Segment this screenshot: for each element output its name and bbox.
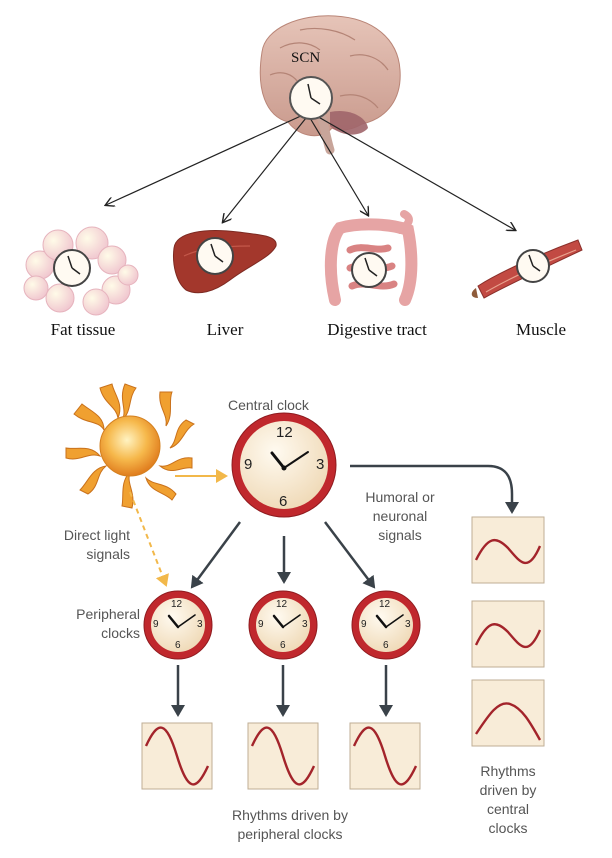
peripheral-clock-1-numeral-6: 6 bbox=[175, 640, 181, 651]
peripheral-clock-3-numeral-9: 9 bbox=[361, 619, 367, 630]
peripheral-clock-icon-3 bbox=[351, 590, 421, 660]
peripheral-clock-2-numeral-12: 12 bbox=[276, 599, 288, 610]
peripheral-clock-3-numeral-6: 6 bbox=[383, 640, 389, 651]
organ-label-fat-tissue: Fat tissue bbox=[50, 320, 116, 339]
peripheral-clock-2-numeral-6: 6 bbox=[280, 640, 286, 651]
peripheral-clock-1-numeral-9: 9 bbox=[153, 619, 159, 630]
central-rhythm-box-1 bbox=[471, 516, 545, 584]
bottom-arrows bbox=[129, 464, 519, 717]
fat-clock-icon bbox=[53, 249, 91, 287]
peripheral-clock-2-numeral-9: 9 bbox=[258, 619, 264, 630]
peripheral-rhythm-box-1 bbox=[141, 722, 213, 790]
liver-clock-icon bbox=[196, 237, 234, 275]
central-clock-icon bbox=[231, 412, 337, 518]
peripheral-clock-3-numeral-3: 3 bbox=[405, 619, 411, 630]
digestive-clock-icon bbox=[351, 252, 387, 288]
organ-label-digestive-tract: Digestive tract bbox=[327, 320, 427, 339]
fat-tissue-illustration bbox=[23, 226, 139, 316]
sun-icon bbox=[65, 383, 196, 509]
central-clock-numeral-9: 9 bbox=[244, 456, 253, 473]
organ-label-liver: Liver bbox=[206, 320, 244, 339]
central-rhythm-box-3 bbox=[471, 679, 545, 747]
peripheral-rhythm-box-2 bbox=[247, 722, 319, 790]
central-rhythm-box-2 bbox=[471, 600, 545, 668]
organ-label-muscle: Muscle bbox=[515, 320, 567, 339]
central-clock-numeral-6: 6 bbox=[279, 493, 288, 510]
peripheral-clock-icon-2 bbox=[248, 590, 318, 660]
peripheral-rhythms-label: Rhythms driven by peripheral clocks bbox=[232, 807, 348, 842]
peripheral-clock-icon-1 bbox=[143, 590, 213, 660]
scn-label: SCN bbox=[291, 50, 321, 66]
direct-light-label: Direct light signals bbox=[63, 527, 130, 562]
central-clock-label: Central clock bbox=[228, 397, 309, 413]
peripheral-rhythm-box-3 bbox=[349, 722, 421, 790]
peripheral-clock-1-numeral-12: 12 bbox=[171, 599, 183, 610]
scn-clock-icon bbox=[289, 76, 333, 120]
muscle-clock-icon bbox=[516, 249, 550, 283]
central-clock-numeral-12: 12 bbox=[276, 424, 293, 441]
central-clock-numeral-3: 3 bbox=[316, 456, 325, 473]
humoral-signals-label: Humoral or neuronal signals bbox=[365, 489, 435, 543]
peripheral-clock-2-numeral-3: 3 bbox=[302, 619, 308, 630]
peripheral-clock-3-numeral-12: 12 bbox=[379, 599, 391, 610]
peripheral-clocks-label: Peripheral clocks bbox=[76, 606, 140, 641]
peripheral-clock-1-numeral-3: 3 bbox=[197, 619, 203, 630]
scn-arrows bbox=[106, 114, 515, 230]
central-rhythms-label: Rhythms driven by central clocks bbox=[479, 763, 537, 836]
